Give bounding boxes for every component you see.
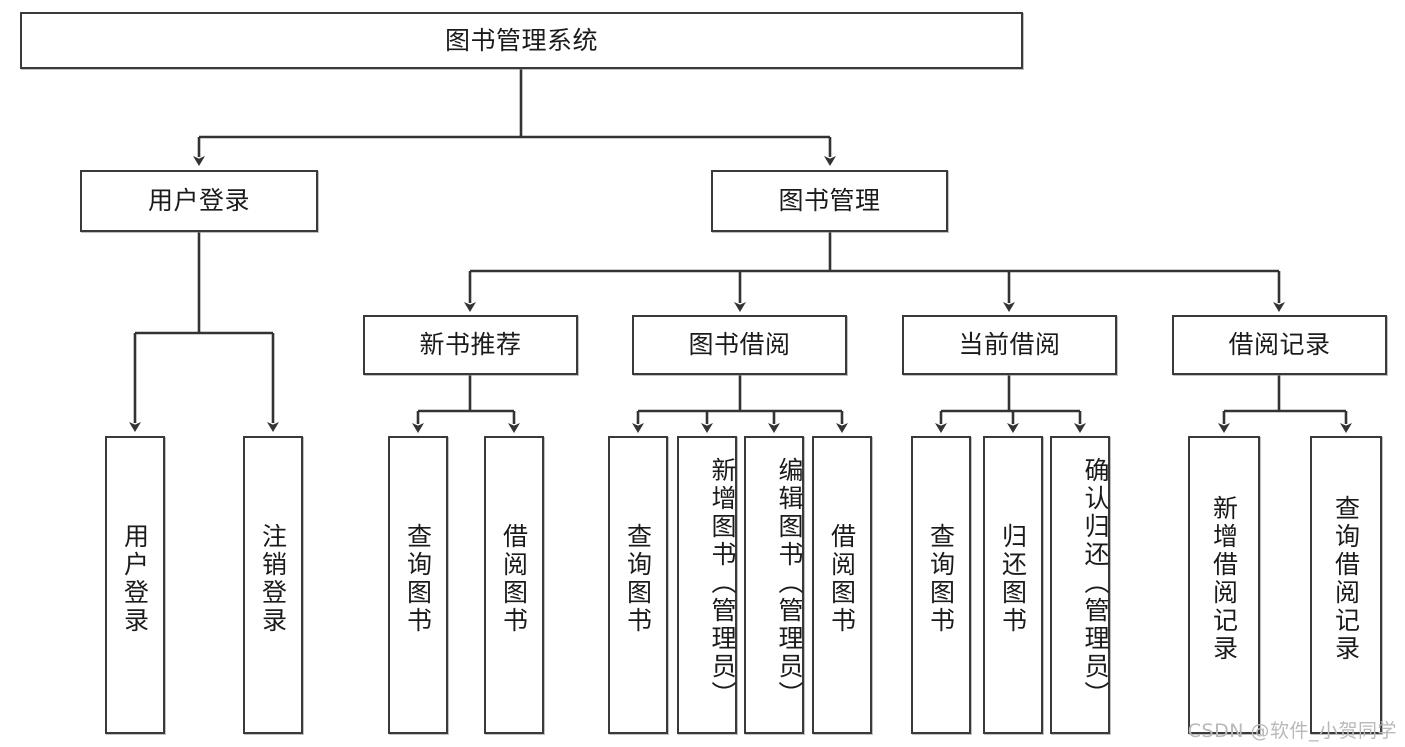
- leaf-borrow-book-label: 借阅图书: [827, 523, 857, 635]
- node-user-login-label: 用户登录: [147, 186, 250, 216]
- leaf-edit-book-admin[interactable]: 编辑图书（管理员）: [744, 436, 804, 734]
- leaf-borrow-book-newbook[interactable]: 借阅图书: [484, 436, 544, 734]
- leaf-query-book-newbook[interactable]: 查询图书: [388, 436, 448, 734]
- leaf-query-borrow-record-label: 查询借阅记录: [1331, 495, 1361, 663]
- node-root[interactable]: 图书管理系统: [20, 12, 1023, 69]
- leaf-return-book[interactable]: 归还图书: [983, 436, 1043, 734]
- leaf-logout[interactable]: 注销登录: [243, 436, 303, 734]
- leaf-query-book-borrow-label: 查询图书: [623, 523, 653, 635]
- node-current-borrow-label: 当前借阅: [958, 330, 1061, 360]
- leaf-add-book-admin[interactable]: 新增图书（管理员）: [677, 436, 737, 734]
- leaf-logout-label: 注销登录: [258, 523, 288, 635]
- node-book-borrow[interactable]: 图书借阅: [632, 315, 847, 375]
- node-book-borrow-label: 图书借阅: [688, 330, 791, 360]
- node-borrow-records[interactable]: 借阅记录: [1172, 315, 1387, 375]
- node-root-label: 图书管理系统: [444, 25, 598, 55]
- leaf-edit-book-admin-label: 编辑图书（管理员）: [775, 457, 804, 709]
- leaf-user-login[interactable]: 用户登录: [105, 436, 165, 734]
- leaf-borrow-book-newbook-label: 借阅图书: [499, 523, 529, 635]
- leaf-query-book-borrow[interactable]: 查询图书: [608, 436, 668, 734]
- leaf-query-book-newbook-label: 查询图书: [403, 523, 433, 635]
- node-current-borrow[interactable]: 当前借阅: [902, 315, 1117, 375]
- leaf-query-borrow-record[interactable]: 查询借阅记录: [1310, 436, 1382, 734]
- leaf-add-borrow-record-label: 新增借阅记录: [1209, 495, 1239, 663]
- leaf-user-login-label: 用户登录: [120, 523, 150, 635]
- leaf-confirm-return-admin[interactable]: 确认归还（管理员）: [1050, 436, 1110, 734]
- node-book-management-label: 图书管理: [778, 186, 881, 216]
- node-user-login[interactable]: 用户登录: [80, 170, 318, 232]
- leaf-confirm-return-admin-label: 确认归还（管理员）: [1081, 457, 1110, 709]
- node-book-management[interactable]: 图书管理: [711, 170, 948, 232]
- leaf-query-book-current-label: 查询图书: [926, 523, 956, 635]
- node-new-book-recommend[interactable]: 新书推荐: [363, 315, 578, 375]
- node-new-book-recommend-label: 新书推荐: [419, 330, 522, 360]
- leaf-query-book-current[interactable]: 查询图书: [911, 436, 971, 734]
- leaf-add-book-admin-label: 新增图书（管理员）: [708, 457, 737, 709]
- leaf-add-borrow-record[interactable]: 新增借阅记录: [1188, 436, 1260, 734]
- leaf-borrow-book[interactable]: 借阅图书: [812, 436, 872, 734]
- leaf-return-book-label: 归还图书: [998, 523, 1028, 635]
- node-borrow-records-label: 借阅记录: [1228, 330, 1331, 360]
- csdn-watermark: CSDN @软件_小贺同学: [1187, 720, 1397, 742]
